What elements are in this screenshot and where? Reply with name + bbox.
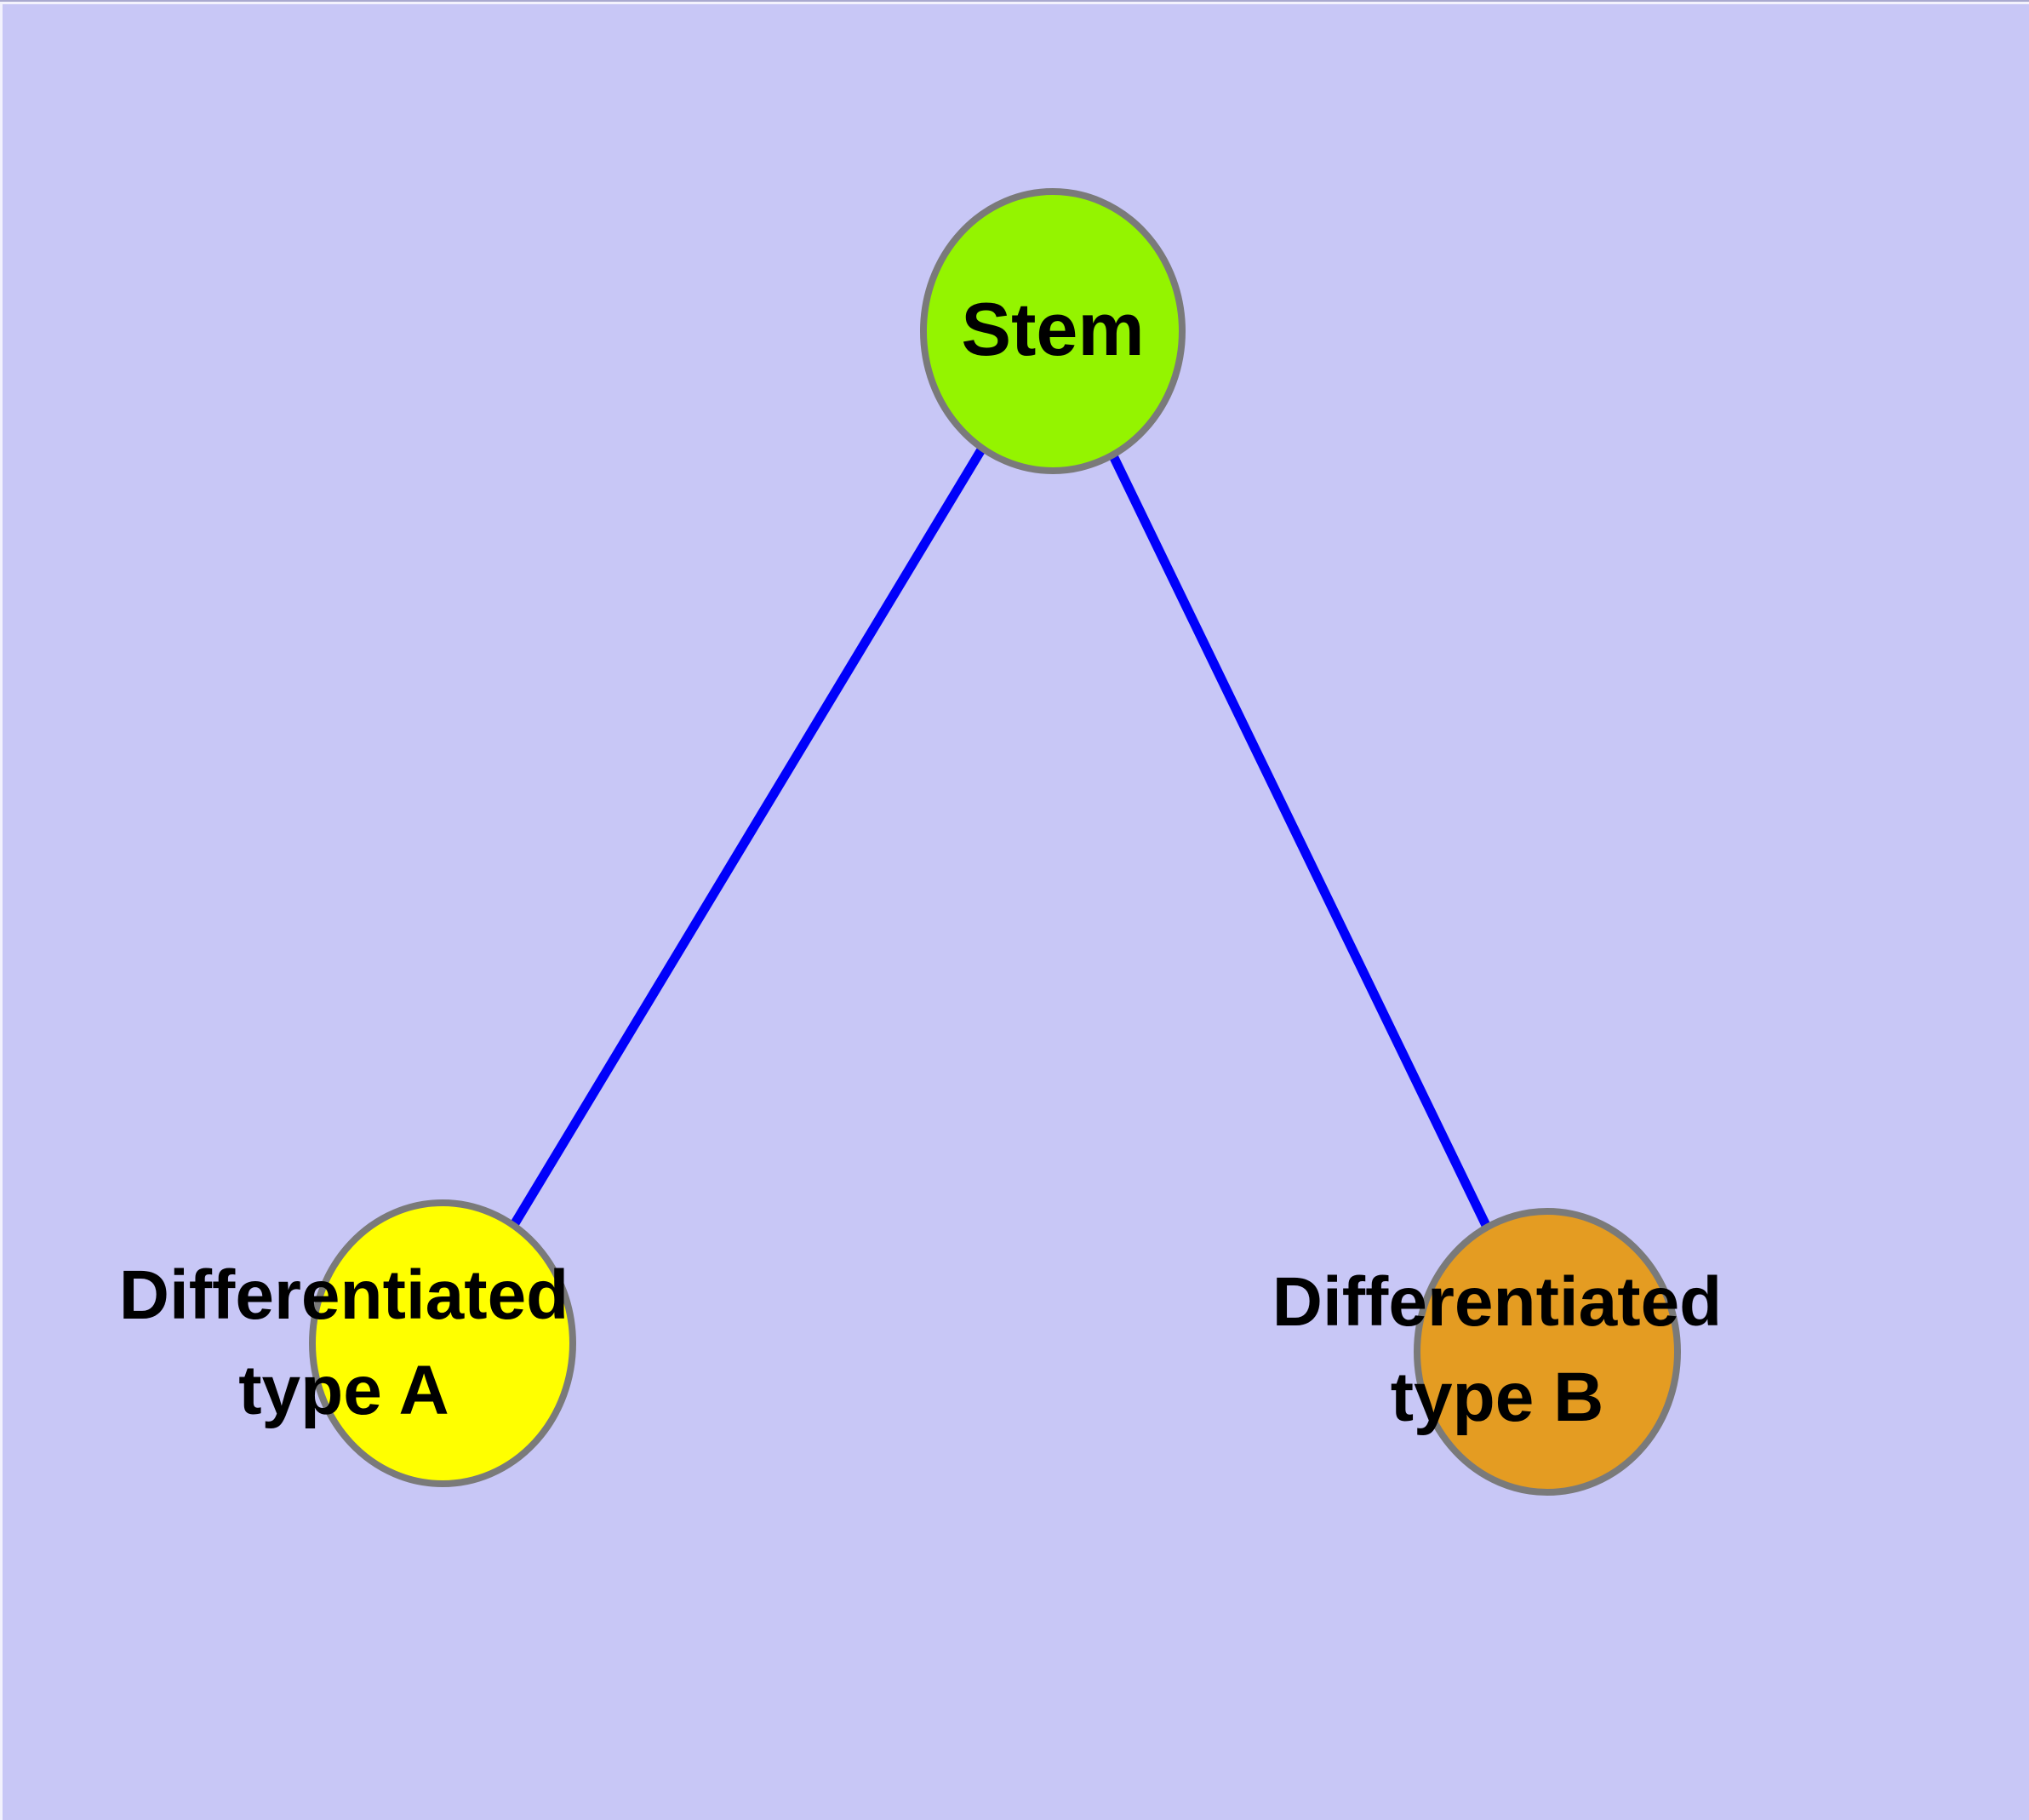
node-type-a-circle xyxy=(309,1199,576,1487)
node-type-b-circle xyxy=(1414,1208,1681,1496)
node-stem-circle xyxy=(920,188,1186,474)
edge-stem-to-type-b xyxy=(1049,329,1552,1354)
edge-stem-to-type-a xyxy=(438,329,1057,1346)
window-top-edge-highlight xyxy=(0,2,2029,4)
window-left-edge-highlight xyxy=(0,2,3,1820)
window-top-edge-line xyxy=(0,0,2029,2)
